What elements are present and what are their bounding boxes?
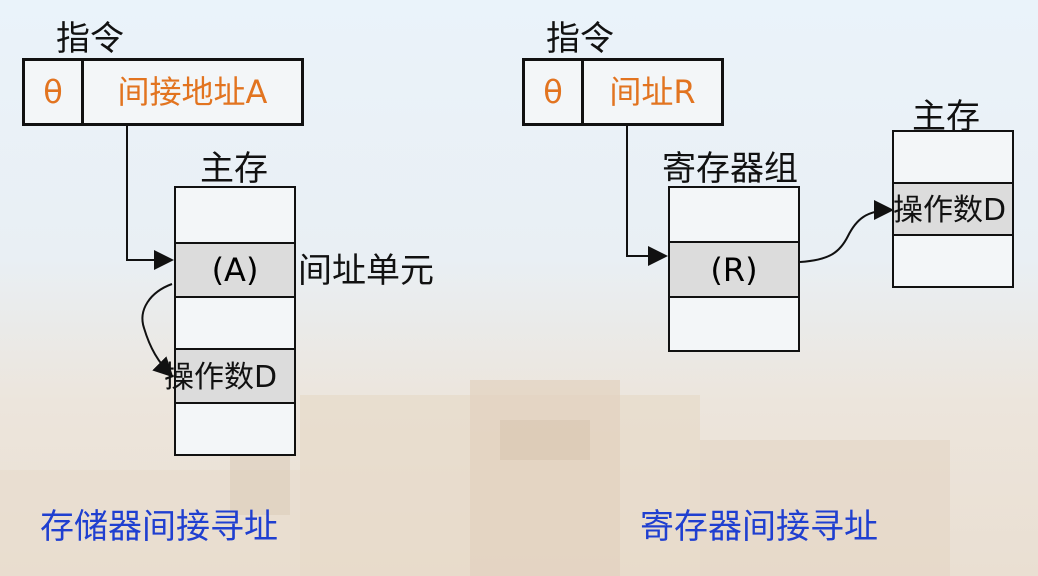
right-address-field: 间址R bbox=[581, 58, 724, 126]
left-memory-cell-3 bbox=[174, 296, 296, 350]
left-instruction-label: 指令 bbox=[56, 19, 124, 59]
left-caption: 存储器间接寻址 bbox=[40, 507, 278, 547]
left-indirect-arrow bbox=[141, 283, 174, 378]
right-opcode-field: θ bbox=[522, 58, 584, 126]
left-address-field: 间接地址A bbox=[81, 58, 304, 126]
left-memory-label: 主存 bbox=[200, 149, 268, 189]
register-group-label: 寄存器组 bbox=[662, 149, 798, 189]
right-register-arrow bbox=[626, 126, 668, 266]
right-instruction-label: 指令 bbox=[546, 19, 614, 59]
right-memory-cell-3 bbox=[892, 234, 1014, 288]
left-memory-cell-5 bbox=[174, 402, 296, 456]
right-memory-cell-1 bbox=[892, 130, 1014, 184]
right-operand-cell bbox=[892, 182, 1014, 236]
right-memory-arrow bbox=[799, 200, 894, 263]
left-indirect-cell-label: 间址单元 bbox=[298, 251, 434, 291]
register-cell-1 bbox=[668, 186, 800, 243]
right-caption: 寄存器间接寻址 bbox=[640, 507, 878, 547]
register-cell-3 bbox=[668, 296, 800, 352]
left-address-arrow bbox=[126, 126, 174, 270]
left-indirect-cell: (A) bbox=[174, 242, 296, 298]
right-memory-label: 主存 bbox=[912, 97, 980, 137]
register-cell-r: (R) bbox=[668, 241, 800, 298]
right-operand-label: 操作数D bbox=[893, 193, 1007, 228]
left-operand-label: 操作数D bbox=[164, 360, 278, 395]
